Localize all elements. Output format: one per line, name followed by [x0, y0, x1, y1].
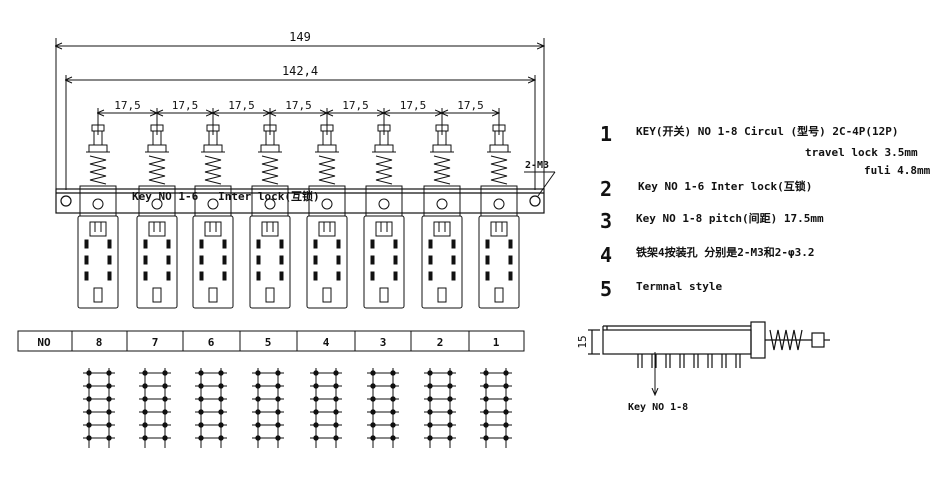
pitch-label: 17,5	[172, 99, 199, 112]
table-cell: 8	[96, 336, 103, 349]
mount-hole-right	[529, 195, 541, 207]
switch-array	[77, 124, 520, 309]
terminal-pattern	[195, 368, 227, 448]
note-number: 5	[600, 277, 612, 301]
pitch-label: 17,5	[285, 99, 312, 112]
table-cells: 8 7 6 5 4 3 2 1	[96, 336, 500, 349]
terminal-pattern	[480, 368, 512, 448]
dimension-overall	[56, 38, 544, 190]
note-number: 3	[600, 209, 612, 233]
switch-unit	[249, 124, 291, 309]
switch-unit	[478, 124, 520, 309]
table-cell: 7	[152, 336, 159, 349]
side-view-label: Key NO 1-8	[628, 402, 688, 413]
dimension-overall-label: 149	[289, 30, 311, 44]
note-text: Key NO 1-6 Inter lock(互锁)	[638, 179, 812, 193]
notes-list: 1 KEY(开关) NO 1-8 Circul (型号) 2C-4P(12P) tr…	[600, 122, 931, 301]
note-number: 2	[600, 177, 612, 201]
table-cell: 3	[380, 336, 387, 349]
pitch-label: 17,5	[400, 99, 427, 112]
pitch-dimensions: 17,5 17,5 17,5 17,5 17,5 17,5 17,5	[98, 99, 499, 135]
key-number-table	[17, 330, 525, 352]
hole-callout	[524, 171, 556, 197]
table-header: NO	[37, 336, 51, 349]
switch-unit	[136, 124, 178, 309]
mount-hole-left	[60, 195, 72, 207]
terminal-pattern	[424, 368, 456, 448]
table-cell: 1	[493, 336, 500, 349]
note-number: 1	[600, 122, 612, 146]
pitch-label: 17,5	[457, 99, 484, 112]
switch-unit	[306, 124, 348, 309]
switch-unit	[192, 124, 234, 309]
terminal-pattern	[83, 368, 115, 448]
side-view-pins	[637, 354, 741, 368]
dimension-mount-label: 142,4	[282, 64, 318, 78]
pitch-label: 17,5	[228, 99, 255, 112]
note-text: Termnal style	[636, 280, 722, 293]
note-text: fuli 4.8mm	[864, 164, 931, 177]
interlock-overlay-label: Key NO 1-6 Inter lock(互锁)	[132, 189, 320, 203]
note-text: Key NO 1-8 pitch(间距) 17.5mm	[636, 212, 824, 225]
switch-unit	[421, 124, 463, 309]
side-view	[588, 321, 830, 359]
side-height-label: 15	[576, 335, 589, 348]
table-cell: 6	[208, 336, 215, 349]
switch-unit	[363, 124, 405, 309]
mounting-frame	[55, 188, 545, 214]
dimension-mount	[66, 75, 535, 190]
table-cell: 4	[323, 336, 330, 349]
table-cell: 5	[265, 336, 272, 349]
terminal-pattern	[252, 368, 284, 448]
terminal-patterns	[83, 368, 512, 448]
table-cell: 2	[437, 336, 444, 349]
hole-label: 2-M3	[525, 160, 549, 171]
pitch-label: 17,5	[342, 99, 369, 112]
note-text: travel lock 3.5mm	[805, 146, 918, 159]
terminal-pattern	[310, 368, 342, 448]
note-number: 4	[600, 243, 612, 267]
note-text: KEY(开关) NO 1-8 Circul (型号) 2C-4P(12P)	[636, 124, 899, 138]
terminal-pattern	[139, 368, 171, 448]
switch-unit	[77, 124, 119, 309]
pitch-label: 17,5	[114, 99, 141, 112]
terminal-pattern	[367, 368, 399, 448]
note-text: 铁架4按装孔 分别是2-M3和2-φ3.2	[636, 245, 814, 259]
